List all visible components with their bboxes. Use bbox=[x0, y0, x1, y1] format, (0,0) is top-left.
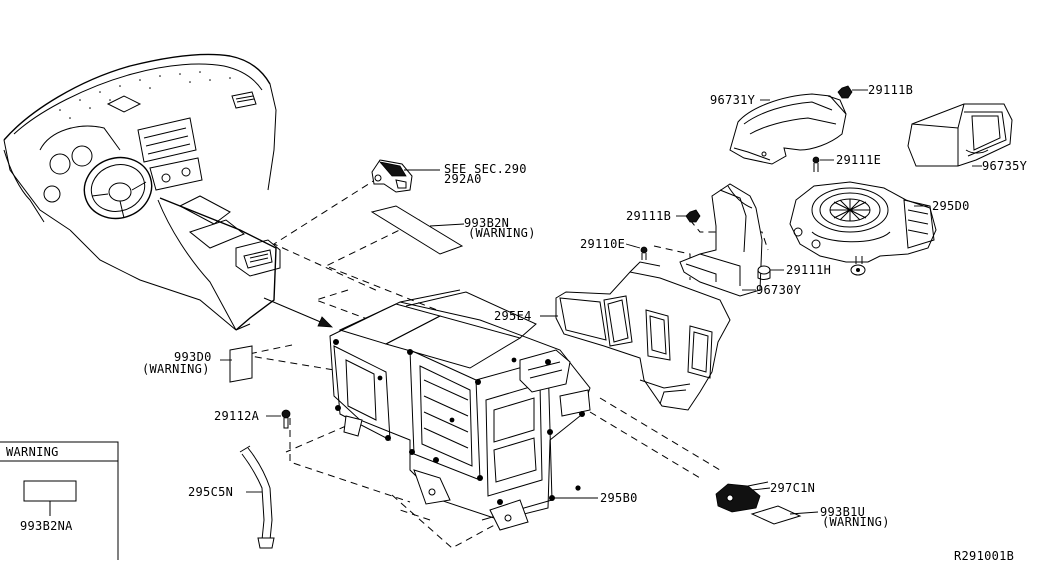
label-see-sec: SEE SEC.290 bbox=[444, 162, 527, 176]
part-297C1N-connector bbox=[715, 481, 769, 513]
label-295E4: 295E4 bbox=[494, 309, 532, 323]
part-29111B-nut-left bbox=[685, 209, 701, 223]
warning-box-title: WARNING bbox=[6, 445, 59, 459]
label-29110E: 29110E bbox=[580, 237, 625, 251]
label-29111H: 29111H bbox=[786, 263, 831, 277]
label-993B1U-sub: (WARNING) bbox=[822, 515, 890, 529]
part-96731Y-upper-duct bbox=[729, 93, 847, 165]
label-297C1N: 297C1N bbox=[770, 481, 815, 495]
part-96730Y-duct bbox=[679, 183, 763, 297]
part-993B2N-sticker bbox=[370, 205, 464, 255]
part-295B0-main-unit bbox=[329, 289, 591, 531]
part-labels: SEE SEC.290 292A0 993B2N (WARNING) 993D0… bbox=[6, 83, 1028, 563]
label-295D0: 295D0 bbox=[932, 199, 970, 213]
label-993D0-sub: (WARNING) bbox=[142, 362, 210, 376]
label-29112A: 29112A bbox=[214, 409, 260, 423]
part-96735Y-inlet-duct bbox=[907, 103, 1013, 167]
label-29111B-right: 29111B bbox=[868, 83, 913, 97]
label-29111B-left: 29111B bbox=[626, 209, 671, 223]
part-993D0-sticker bbox=[229, 345, 253, 383]
label-96730Y: 96730Y bbox=[756, 283, 802, 297]
label-292A0: 292A0 bbox=[444, 172, 482, 186]
part-292A0-bracket bbox=[371, 159, 413, 193]
part-29111E-screw bbox=[812, 156, 820, 172]
part-295D0-blower-motor bbox=[789, 181, 937, 276]
warning-legend-box bbox=[0, 441, 119, 560]
location-arrow bbox=[263, 297, 334, 328]
label-993D0: 993D0 bbox=[174, 350, 212, 364]
label-993B1U: 993B1U bbox=[820, 505, 865, 519]
reference-code: R291001B bbox=[954, 549, 1014, 563]
label-96731Y: 96731Y bbox=[710, 93, 756, 107]
label-295C5N: 295C5N bbox=[188, 485, 233, 499]
part-295E4-duct bbox=[555, 261, 731, 411]
vehicle-interior-illustration bbox=[3, 53, 281, 331]
part-993B1U-sticker bbox=[750, 505, 802, 525]
warning-box-part: 993B2NA bbox=[20, 519, 73, 533]
part-29110E-screw bbox=[640, 246, 648, 260]
label-993B2N-sub: (WARNING) bbox=[468, 226, 536, 240]
part-295C5N-harness bbox=[239, 445, 275, 549]
label-29111E: 29111E bbox=[836, 153, 881, 167]
part-29111B-nut-right bbox=[837, 85, 853, 99]
label-96735Y: 96735Y bbox=[982, 159, 1028, 173]
part-29112A-bolt bbox=[281, 409, 291, 429]
label-993B2N: 993B2N bbox=[464, 216, 509, 230]
label-295B0: 295B0 bbox=[600, 491, 638, 505]
